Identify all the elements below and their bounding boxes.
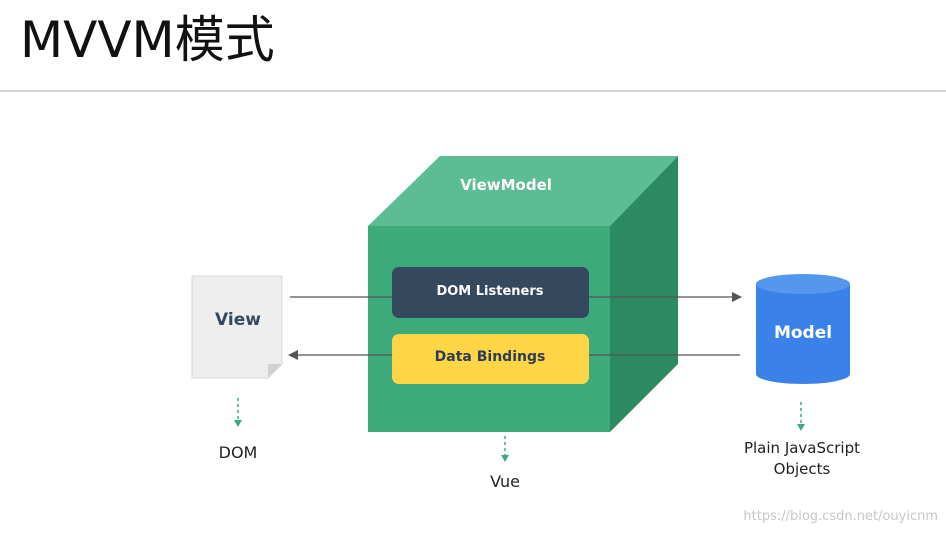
view-label: View [215, 310, 261, 330]
model-caption-line1: Plain JavaScript [743, 439, 861, 457]
view-dom-dashed-arrow [234, 398, 242, 427]
model-cylinder [756, 274, 850, 384]
dom-listeners-box [392, 267, 589, 318]
title-divider [0, 90, 946, 92]
model-objects-dashed-arrow [797, 402, 805, 431]
model-caption-line2: Objects [773, 460, 831, 478]
view-document [191, 275, 283, 379]
data-bindings-label: Data Bindings [434, 349, 546, 365]
data-bindings-box [392, 334, 589, 384]
cube-vue-dashed-arrow [501, 436, 509, 462]
dom-caption: DOM [218, 443, 258, 462]
cube-side-face [610, 156, 678, 432]
vue-caption: Vue [490, 472, 520, 491]
viewmodel-cube [368, 156, 678, 432]
dom-listeners-label: DOM Listeners [436, 284, 544, 299]
watermark: https://blog.csdn.net/ouyicnm [743, 509, 938, 524]
model-label: Model [773, 323, 833, 343]
cube-top-face [368, 156, 678, 226]
viewmodel-label: ViewModel [460, 176, 552, 194]
cube-front-face [368, 226, 610, 432]
page-title: MVVM模式 [20, 11, 275, 69]
